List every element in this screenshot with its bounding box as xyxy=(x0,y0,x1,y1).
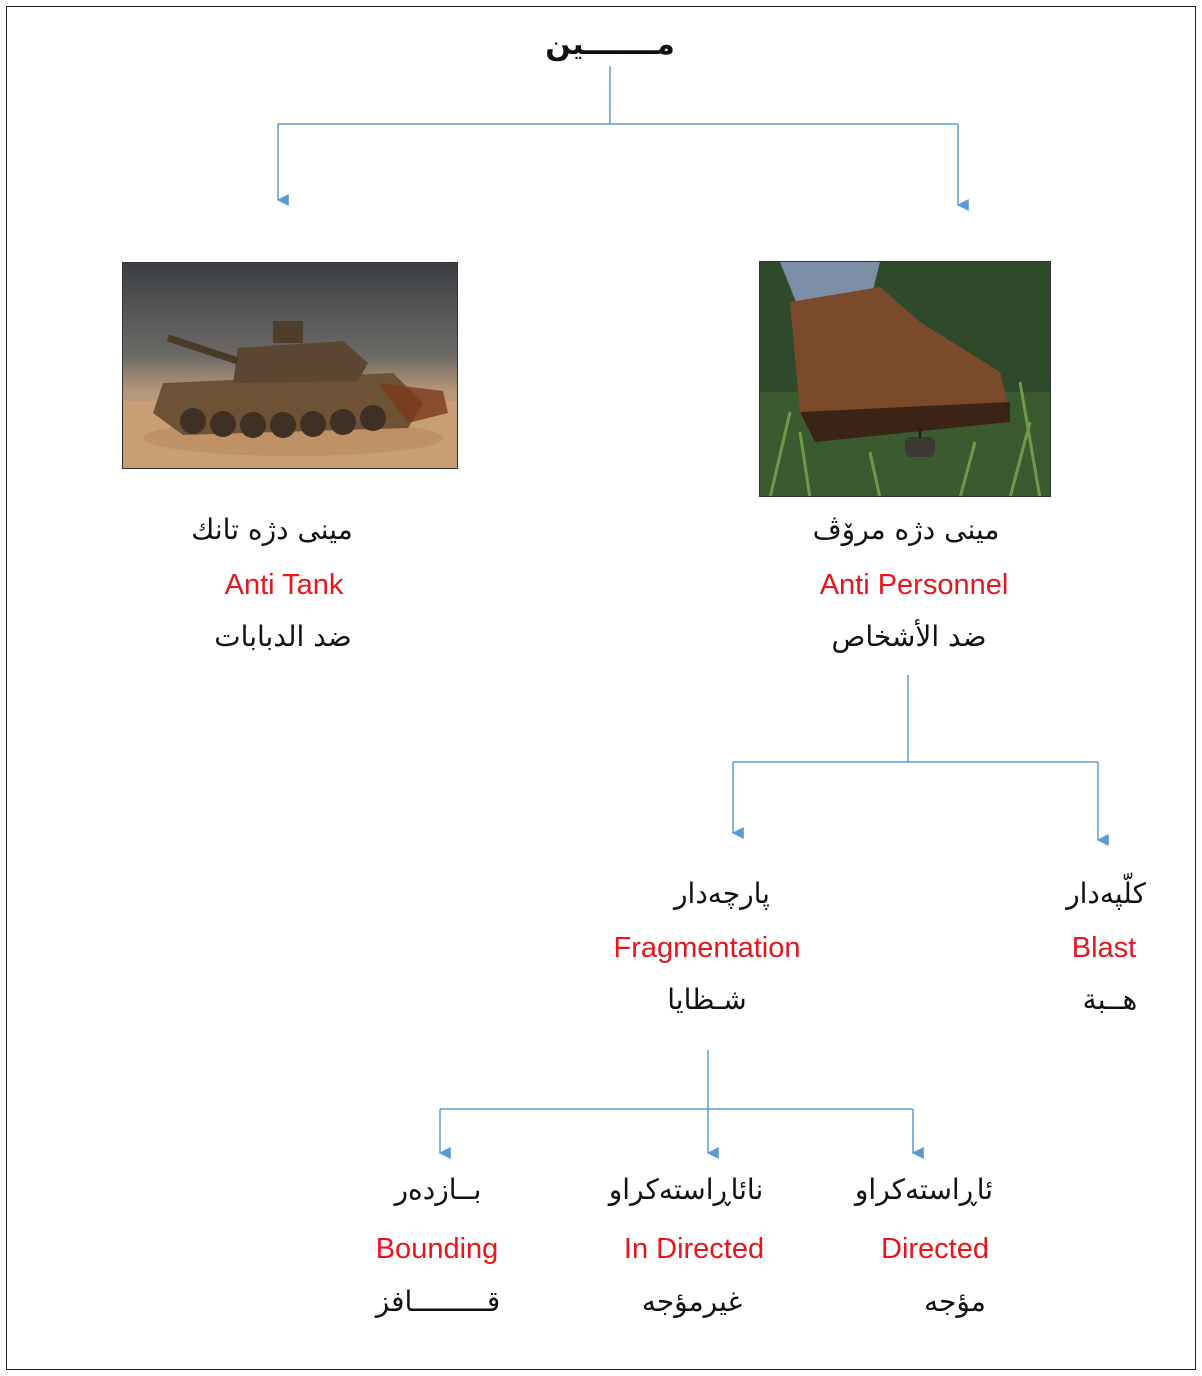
fragmentation-arabic-label: شـظايا xyxy=(667,983,747,1016)
anti-tank-english-label: Anti Tank xyxy=(224,569,344,601)
diagram-frame xyxy=(6,6,1196,1370)
anti-personnel-kurdish-label: مینی دژە مرۆڤ xyxy=(812,513,1000,546)
bounding-english-label: Bounding xyxy=(375,1233,499,1265)
directed-arabic-label: مؤجه xyxy=(924,1285,986,1318)
bounding-kurdish-label: بــازدەر xyxy=(394,1173,482,1206)
anti-tank-kurdish-label: مینی دژە تانك xyxy=(191,513,353,546)
diagram-title: مـــــــين xyxy=(545,27,675,62)
blast-arabic-label: هــبة xyxy=(1082,983,1138,1016)
blast-english-label: Blast xyxy=(1071,932,1137,964)
blast-kurdish-label: کلّپەدار xyxy=(1066,877,1146,910)
anti-personnel-arabic-label: ضد الأشخاص xyxy=(831,620,987,653)
fragmentation-kurdish-label: پارچەدار xyxy=(674,877,770,910)
in-directed-kurdish-label: نائاڕاستەکراو xyxy=(608,1173,764,1206)
fragmentation-english-label: Fragmentation xyxy=(613,932,801,964)
anti-tank-arabic-label: ضد الدبابات xyxy=(214,620,352,653)
directed-english-label: Directed xyxy=(881,1233,989,1265)
bounding-arabic-label: قـــــــــافز xyxy=(375,1285,501,1318)
in-directed-arabic-label: غيرمؤجه xyxy=(641,1285,743,1318)
boot-stepping-on-mine-photo xyxy=(759,261,1051,497)
tank-photo xyxy=(122,262,458,469)
directed-kurdish-label: ئاڕاستەکراو xyxy=(854,1173,994,1206)
in-directed-english-label: In Directed xyxy=(623,1233,765,1265)
anti-personnel-english-label: Anti Personnel xyxy=(819,569,1009,601)
